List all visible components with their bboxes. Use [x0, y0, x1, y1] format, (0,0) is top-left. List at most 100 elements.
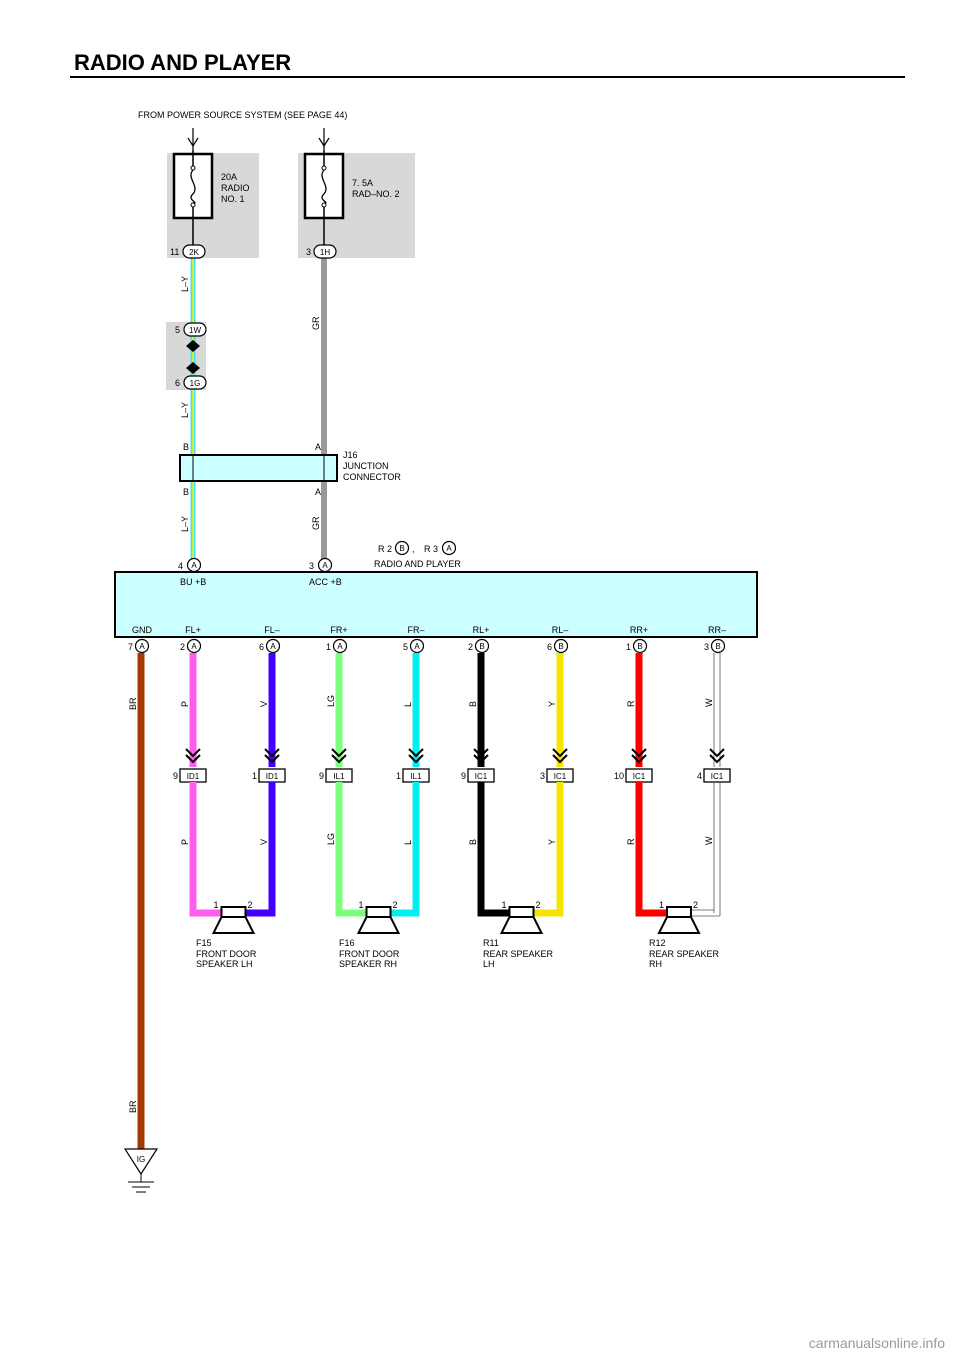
fuse1-line-2: RADIO	[221, 183, 250, 193]
wire-code-RR+-lower: R	[626, 838, 636, 845]
speaker-pin2-R12: 2	[693, 900, 698, 910]
junction-pin-RL–: 3	[540, 771, 545, 781]
radio-ref-r3: R 3	[424, 544, 438, 554]
inline-pin-1w: 5	[175, 325, 180, 335]
speaker-desc-R12-0: REAR SPEAKER	[649, 949, 720, 959]
wire-code-FR–-lower: L	[403, 840, 413, 845]
wire-code-RL–-lower: Y	[547, 839, 557, 845]
inline-connector-arrows	[186, 340, 200, 374]
terminal-label-FR–: FR–	[407, 625, 424, 635]
speaker-pin1-F15: 1	[214, 900, 219, 910]
fuse1-line-3: NO. 1	[221, 194, 245, 204]
junction-id-RR+: IC1	[633, 772, 646, 781]
terminal-label-RL+: RL+	[473, 625, 490, 635]
wire-code-RL–-upper: Y	[547, 701, 557, 707]
speaker-pin1-R11: 1	[502, 900, 507, 910]
fuse1-connector-id: 2K	[189, 248, 199, 257]
speaker-desc-F15-1: SPEAKER LH	[196, 959, 253, 969]
junction-pin-left-top: B	[183, 442, 189, 452]
speaker-desc-R11-1: LH	[483, 959, 495, 969]
output-circuits: GNDA7BRID19PFL+A2PID11VFL–A6VIL19LGFR+A1…	[128, 625, 731, 1150]
wire-code-FR–-upper: L	[403, 702, 413, 707]
connector-chevron-RL+	[473, 748, 489, 764]
radio-ref-r2-badge	[394, 540, 410, 556]
fuse1-connector-badge	[182, 244, 206, 259]
fuse2-pin: 3	[306, 247, 311, 257]
radio-bu-conn: A	[191, 561, 197, 570]
speaker-ref-R12: R12	[649, 938, 666, 948]
fuse1-line-1: 20A	[221, 172, 237, 182]
inline-id-1w: 1W	[189, 326, 201, 335]
speaker-icon-R11	[499, 906, 544, 934]
speaker-ref-R11: R11	[483, 938, 499, 948]
fuse2-line-1: 7. 5A	[352, 178, 373, 188]
radio-ref-r2-conn: B	[399, 544, 404, 553]
terminal-pin-FR–: 5	[403, 642, 408, 652]
terminal-conn-FR+: A	[337, 642, 343, 651]
junction-id-RL–: IC1	[554, 772, 567, 781]
terminal-pin-GND: 7	[128, 642, 133, 652]
terminal-conn-FR–: A	[414, 642, 420, 651]
speaker-pin2-F15: 2	[248, 900, 253, 910]
junction-badge-RR–	[703, 768, 731, 783]
connector-chevron-FR+	[331, 748, 347, 764]
wire-code-RL+-lower: B	[468, 839, 478, 845]
speaker-ref-F15: F15	[196, 938, 212, 948]
terminal-pin-FL–: 6	[259, 642, 264, 652]
speaker-desc-F16-0: FRONT DOOR	[339, 949, 400, 959]
speaker-desc-R11-0: REAR SPEAKER	[483, 949, 554, 959]
junction-id-FR+: IL1	[333, 772, 345, 781]
terminal-pin-RL–: 6	[547, 642, 552, 652]
junction-pin-FL+: 9	[173, 771, 178, 781]
speaker-pin1-R12: 1	[659, 900, 664, 910]
terminal-label-FR+: FR+	[330, 625, 347, 635]
speaker-desc-F16-1: SPEAKER RH	[339, 959, 397, 969]
junction-line-1: J16	[343, 450, 358, 460]
terminal-label-RL–: RL–	[552, 625, 569, 635]
terminal-pin-RR–: 3	[704, 642, 709, 652]
connector-chevron-RL–	[552, 748, 568, 764]
terminal-badge-RL–	[553, 638, 569, 654]
speaker-icon-F15	[211, 906, 256, 934]
terminal-label-RR+: RR+	[630, 625, 648, 635]
junction-pin-RR–: 4	[697, 771, 702, 781]
junction-line-2: JUNCTION	[343, 461, 389, 471]
junction-connector-j16	[179, 454, 338, 482]
wire-code-FL+-upper: P	[180, 701, 190, 707]
junction-pin-left-bottom: B	[183, 487, 189, 497]
speaker-pin1-F16: 1	[359, 900, 364, 910]
connector-chevron-FL–	[264, 748, 280, 764]
junction-pin-right-top: A	[315, 442, 321, 452]
junction-id-RR–: IC1	[711, 772, 724, 781]
radio-bu-pin: 4	[178, 561, 183, 571]
wire-code-gr-1: GR	[311, 316, 321, 330]
wire-code-FR+-upper: LG	[326, 695, 336, 707]
terminal-conn-RR+: B	[637, 642, 642, 651]
speaker-desc-F15-0: FRONT DOOR	[196, 949, 257, 959]
speaker-ref-F16: F16	[339, 938, 355, 948]
inline-pin-1g: 6	[175, 378, 180, 388]
junction-id-FL–: ID1	[266, 772, 279, 781]
radio-acc-label: ACC +B	[309, 577, 342, 587]
terminal-badge-GND	[134, 638, 150, 654]
inline-badge-1g	[183, 375, 207, 390]
inline-id-1g: 1G	[190, 379, 201, 388]
junction-pin-right-bottom: A	[315, 487, 321, 497]
wire-code-gr-2: GR	[311, 516, 321, 530]
terminal-pin-RL+: 2	[468, 642, 473, 652]
wire-code-br-2: BR	[128, 1100, 138, 1113]
fuse-radio-no1-symbol	[172, 150, 214, 246]
wire-code-FR+-lower: LG	[326, 833, 336, 845]
wire-code-FL–-lower: V	[259, 839, 269, 845]
terminal-badge-FL+	[186, 638, 202, 654]
junction-pin-RL+: 9	[461, 771, 466, 781]
speaker-pin2-R11: 2	[536, 900, 541, 910]
junction-id-FL+: ID1	[187, 772, 200, 781]
terminal-badge-RR–	[710, 638, 726, 654]
terminal-pin-RR+: 1	[626, 642, 631, 652]
terminal-conn-RR–: B	[715, 642, 720, 651]
terminal-conn-GND: A	[139, 642, 145, 651]
wire-code-RR+-upper: R	[626, 700, 636, 707]
